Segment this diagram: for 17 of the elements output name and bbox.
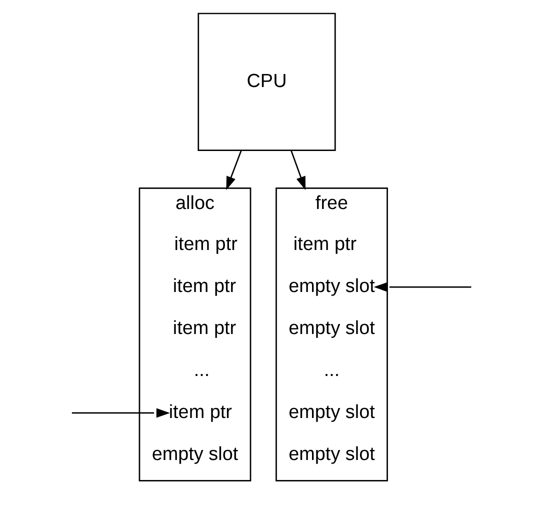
node-text: ... bbox=[193, 360, 210, 381]
node-box: CPU bbox=[197, 12, 336, 151]
arrow bbox=[226, 150, 242, 190]
node-text: empty slot bbox=[151, 444, 238, 465]
node-text: empty slot bbox=[288, 318, 374, 340]
arrow bbox=[71, 408, 170, 418]
node-text: item ptr bbox=[168, 402, 232, 423]
arrow bbox=[290, 150, 306, 190]
node-text: item ptr bbox=[174, 234, 237, 256]
node-text: item ptr bbox=[292, 234, 356, 256]
node-text: empty slot bbox=[288, 444, 374, 465]
node-text: item ptr bbox=[172, 276, 236, 298]
node-text: item ptr bbox=[172, 318, 236, 340]
node-text: empty slot bbox=[288, 402, 374, 423]
node-text: ... bbox=[323, 360, 340, 381]
node-text: empty slot bbox=[288, 276, 374, 298]
arrow bbox=[373, 282, 471, 292]
